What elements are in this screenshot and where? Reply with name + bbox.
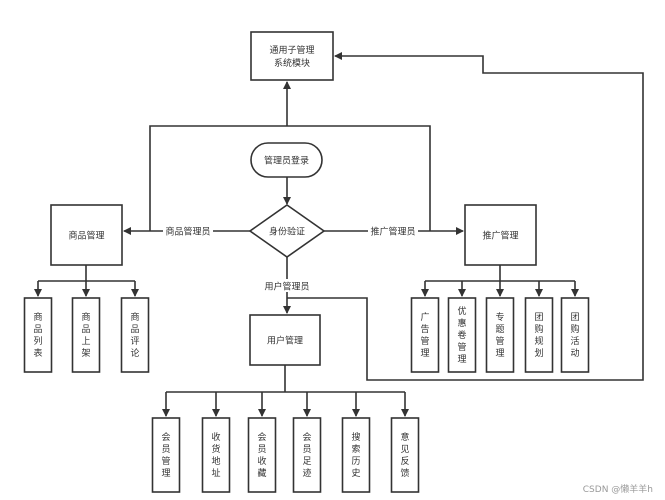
edge-user-children-trunk [166, 365, 405, 393]
node-product-box [50, 204, 123, 266]
promo-child-node: 广告管理 [410, 297, 440, 373]
user-child-node: 收货地址 [201, 417, 231, 493]
product-child-node: 商品上架 [71, 297, 101, 373]
edge-label-promo-admin: 推广管理员 [370, 226, 415, 238]
promo-child-box [410, 297, 440, 373]
edge-label-user-admin: 用户管理员 [264, 281, 309, 293]
node-product: 商品管理 [50, 204, 123, 266]
product-child-label: 商品上架 [81, 311, 90, 359]
user-child-box [151, 417, 181, 493]
promo-child-node: 团购活动 [560, 297, 590, 373]
user-child-label: 意见反馈 [400, 431, 409, 479]
node-login-label: 管理员登录 [264, 155, 309, 167]
user-child-node: 搜索历史 [341, 417, 371, 493]
product-child-box [120, 297, 150, 373]
product-child-label: 商品列表 [33, 311, 42, 359]
promo-child-box [560, 297, 590, 373]
edge-labels: 商品管理员 推广管理员 用户管理员 [163, 224, 418, 293]
node-promo-box [464, 204, 537, 266]
user-child-box [292, 417, 322, 493]
node-user-label: 用户管理 [267, 335, 303, 347]
promo-child-label: 优惠卷管理 [457, 305, 466, 365]
edge-promo-children-trunk [425, 265, 575, 282]
promo-children: 广告管理 优惠卷管理 专题管理 团购规划 团购活动 [410, 297, 590, 373]
product-child-node: 商品评论 [120, 297, 150, 373]
user-child-label: 会员足迹 [302, 431, 311, 479]
node-user: 用户管理 [249, 314, 321, 366]
product-child-box [23, 297, 53, 373]
user-child-box [247, 417, 277, 493]
user-child-node: 会员足迹 [292, 417, 322, 493]
edge-product-to-common [149, 125, 287, 231]
node-product-label: 商品管理 [68, 230, 104, 242]
user-child-node: 会员收藏 [247, 417, 277, 493]
promo-child-node: 优惠卷管理 [447, 297, 477, 373]
node-verify-label: 身份验证 [269, 226, 305, 238]
node-user-box [249, 314, 321, 366]
edge-label-bg [368, 224, 418, 237]
user-child-label: 会员管理 [161, 431, 170, 479]
promo-child-label: 广告管理 [420, 311, 429, 359]
node-verify: 身份验证 [248, 204, 326, 258]
edge-label-bg [163, 224, 213, 237]
user-child-box [201, 417, 231, 493]
user-child-label: 搜索历史 [351, 431, 360, 479]
product-child-box [71, 297, 101, 373]
node-login: 管理员登录 [250, 142, 323, 178]
node-verify-diamond [248, 204, 326, 258]
node-promo-label: 推广管理 [482, 230, 518, 242]
edge-user-to-common [287, 52, 644, 381]
node-common: 通用子管理 系统模块 [250, 31, 334, 81]
product-child-label: 商品评论 [130, 311, 139, 359]
promo-child-node: 团购规划 [524, 297, 554, 373]
product-child-node: 商品列表 [23, 297, 53, 373]
node-login-shape [250, 142, 323, 178]
edge-label-product-admin: 商品管理员 [165, 226, 210, 238]
user-child-node: 意见反馈 [390, 417, 420, 493]
node-common-line-1: 通用子管理 [269, 44, 314, 56]
promo-child-box [485, 297, 515, 373]
promo-child-node: 专题管理 [485, 297, 515, 373]
promo-child-label: 团购活动 [570, 312, 579, 359]
promo-child-box [524, 297, 554, 373]
node-common-box [250, 31, 334, 81]
edge-label-bg [261, 279, 313, 292]
promo-child-label: 专题管理 [495, 311, 504, 359]
node-common-line-2: 系统模块 [274, 57, 310, 69]
user-child-label: 收货地址 [211, 431, 220, 479]
user-child-box [390, 417, 420, 493]
promo-child-box [447, 297, 477, 373]
user-child-box [341, 417, 371, 493]
user-children: 会员管理 收货地址 会员收藏 会员足迹 搜索历史 意见反馈 [151, 417, 420, 493]
watermark: CSDN @懒羊羊h [583, 483, 653, 495]
user-child-node: 会员管理 [151, 417, 181, 493]
product-children: 商品列表 商品上架 商品评论 [23, 297, 150, 373]
edge-product-children-trunk [38, 265, 135, 282]
user-child-label: 会员收藏 [257, 431, 266, 479]
node-promo: 推广管理 [464, 204, 537, 266]
promo-child-label: 团购规划 [534, 312, 543, 359]
edge-promo-to-common [287, 125, 431, 231]
